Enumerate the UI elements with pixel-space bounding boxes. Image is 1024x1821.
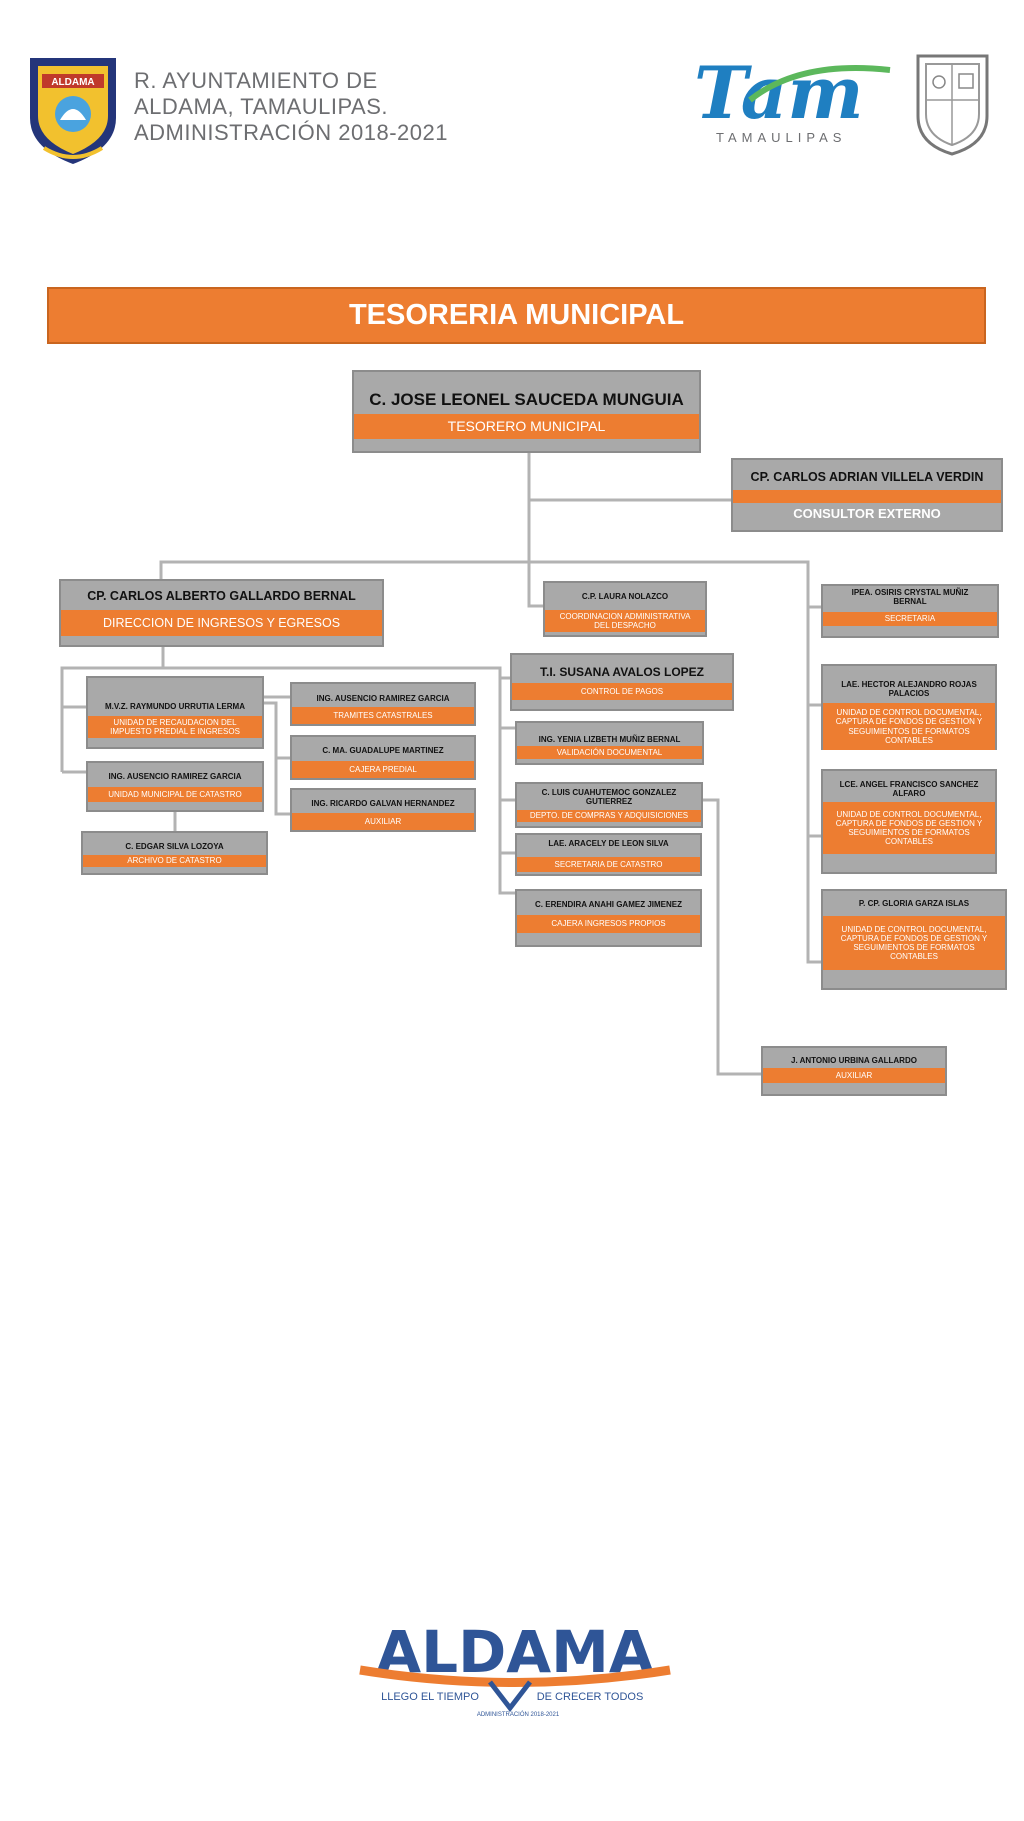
node-role: CAJERA INGRESOS PROPIOS <box>517 915 700 933</box>
node-archivo: C. EDGAR SILVA LOZOYA ARCHIVO DE CATASTR… <box>81 831 268 875</box>
node-name: P. CP. GLORIA GARZA ISLAS <box>858 899 970 908</box>
node-name: J. ANTONIO URBINA GALLARDO <box>791 1056 917 1065</box>
node-role: ARCHIVO DE CATASTRO <box>83 855 266 867</box>
tamaulipas-coat-of-arms <box>903 48 995 156</box>
node-role: TESORERO MUNICIPAL <box>354 414 699 439</box>
node-role: SECRETARIA <box>823 612 997 626</box>
node-name: T.I. SUSANA AVALOS LOPEZ <box>539 665 704 679</box>
node-recaudacion: M.V.Z. RAYMUNDO URRUTIA LERMA UNIDAD DE … <box>86 676 264 749</box>
aldama-footer-logo: ALDAMA LLEGO EL TIEMPO DE CRECER TODOS A… <box>340 1600 690 1740</box>
node-role: UNIDAD DE CONTROL DOCUMENTAL, CAPTURA DE… <box>823 916 1005 970</box>
node-control-pagos: T.I. SUSANA AVALOS LOPEZ CONTROL DE PAGO… <box>510 653 734 711</box>
node-name: C. ERENDIRA ANAHI GAMEZ JIMENEZ <box>535 900 682 909</box>
node-name: CP. CARLOS ALBERTO GALLARDO BERNAL <box>87 589 356 603</box>
node-name: LCE. ANGEL FRANCISCO SANCHEZ ALFARO <box>839 780 979 799</box>
node-role-label: CONSULTOR EXTERNO <box>793 506 941 521</box>
node-ucd-1: LAE. HECTOR ALEJANDRO ROJAS PALACIOS UNI… <box>821 664 997 750</box>
node-name: CP. CARLOS ADRIAN VILLELA VERDIN <box>750 470 984 484</box>
node-name: M.V.Z. RAYMUNDO URRUTIA LERMA <box>104 702 245 711</box>
node-ucd-2: LCE. ANGEL FRANCISCO SANCHEZ ALFARO UNID… <box>821 769 997 874</box>
node-secretaria: IPEA. OSIRIS CRYSTAL MUÑIZ BERNAL SECRET… <box>821 584 999 638</box>
node-name: C.P. LAURA NOLAZCO <box>581 592 669 601</box>
page-title: TESORERIA MUNICIPAL <box>47 287 986 344</box>
node-role: UNIDAD DE CONTROL DOCUMENTAL, CAPTURA DE… <box>823 703 995 750</box>
node-role: UNIDAD DE CONTROL DOCUMENTAL, CAPTURA DE… <box>823 802 995 854</box>
node-tramites: ING. AUSENCIO RAMIREZ GARCIA TRAMITES CA… <box>290 682 476 726</box>
tam-tamaulipas-logo: Tam TAMAULIPAS <box>690 40 900 150</box>
node-consultor: CP. CARLOS ADRIAN VILLELA VERDIN CONSULT… <box>731 458 1003 532</box>
node-role: TRAMITES CATASTRALES <box>292 707 474 724</box>
node-name: IPEA. OSIRIS CRYSTAL MUÑIZ BERNAL <box>851 588 969 607</box>
node-role: COORDINACION ADMINISTRATIVA DEL DESPACHO <box>545 610 705 632</box>
node-role: VALIDACIÓN DOCUMENTAL <box>517 746 702 759</box>
footer-slogan-right: DE CRECER TODOS <box>537 1691 644 1703</box>
node-ucd-3: P. CP. GLORIA GARZA ISLAS UNIDAD DE CONT… <box>821 889 1007 990</box>
node-direccion: CP. CARLOS ALBERTO GALLARDO BERNAL DIREC… <box>59 579 384 647</box>
node-name: C. LUIS CUAHUTEMOC GONZALEZ GUTIERREZ <box>541 788 677 807</box>
node-role: AUXILIAR <box>292 813 474 830</box>
node-name: ING. RICARDO GALVAN HERNANDEZ <box>311 799 455 808</box>
node-role: CONSULTOR EXTERNO <box>733 490 1001 503</box>
footer-slogan-left: LLEGO EL TIEMPO <box>381 1691 479 1703</box>
org-header-text: R. AYUNTAMIENTO DE ALDAMA, TAMAULIPAS. A… <box>134 68 448 145</box>
node-role: CONTROL DE PAGOS <box>512 683 732 700</box>
tam-logo-sub: TAMAULIPAS <box>716 130 846 145</box>
node-role: AUXILIAR <box>763 1068 945 1083</box>
node-auxiliar-compras: J. ANTONIO URBINA GALLARDO AUXILIAR <box>761 1046 947 1096</box>
node-cajera-predial: C. MA. GUADALUPE MARTINEZ CAJERA PREDIAL <box>290 735 476 780</box>
node-role: UNIDAD DE RECAUDACION DEL IMPUESTO PREDI… <box>88 716 262 738</box>
node-role: CAJERA PREDIAL <box>292 761 474 778</box>
node-compras: C. LUIS CUAHUTEMOC GONZALEZ GUTIERREZ DE… <box>515 782 703 828</box>
aldama-logo-text: ALDAMA <box>51 77 94 88</box>
node-name: C. JOSE LEONEL SAUCEDA MUNGUIA <box>369 390 684 409</box>
node-role: SECRETARIA DE CATASTRO <box>517 857 700 872</box>
node-secretaria-catastro: LAE. ARACELY DE LEON SILVA SECRETARIA DE… <box>515 833 702 876</box>
node-name: ING. AUSENCIO RAMIREZ GARCIA <box>108 772 242 781</box>
node-name: LAE. ARACELY DE LEON SILVA <box>548 839 669 848</box>
node-name: C. EDGAR SILVA LOZOYA <box>125 842 224 851</box>
node-name: ING. YENIA LIZBETH MUÑIZ BERNAL <box>538 735 681 744</box>
node-name: LAE. HECTOR ALEJANDRO ROJAS PALACIOS <box>841 680 977 699</box>
aldama-shield-logo: ALDAMA <box>24 48 122 166</box>
node-name: ING. AUSENCIO RAMIREZ GARCIA <box>316 694 450 703</box>
node-role: UNIDAD MUNICIPAL DE CATASTRO <box>88 787 262 802</box>
node-coordinacion: C.P. LAURA NOLAZCO COORDINACION ADMINIST… <box>543 581 707 637</box>
node-auxiliar-catastro: ING. RICARDO GALVAN HERNANDEZ AUXILIAR <box>290 788 476 832</box>
node-name: C. MA. GUADALUPE MARTINEZ <box>322 746 444 755</box>
node-role: DIRECCION DE INGRESOS Y EGRESOS <box>61 610 382 636</box>
node-tesorero: C. JOSE LEONEL SAUCEDA MUNGUIA TESORERO … <box>352 370 701 453</box>
node-validacion: ING. YENIA LIZBETH MUÑIZ BERNAL VALIDACI… <box>515 721 704 765</box>
node-cajera-ingresos: C. ERENDIRA ANAHI GAMEZ JIMENEZ CAJERA I… <box>515 889 702 947</box>
node-catastro-unidad: ING. AUSENCIO RAMIREZ GARCIA UNIDAD MUNI… <box>86 761 264 812</box>
tam-logo-text: Tam <box>694 50 864 135</box>
footer-admin-text: ADMINISTRACIÓN 2018-2021 <box>477 1711 560 1718</box>
node-role: DEPTO. DE COMPRAS Y ADQUISICIONES <box>517 810 701 822</box>
